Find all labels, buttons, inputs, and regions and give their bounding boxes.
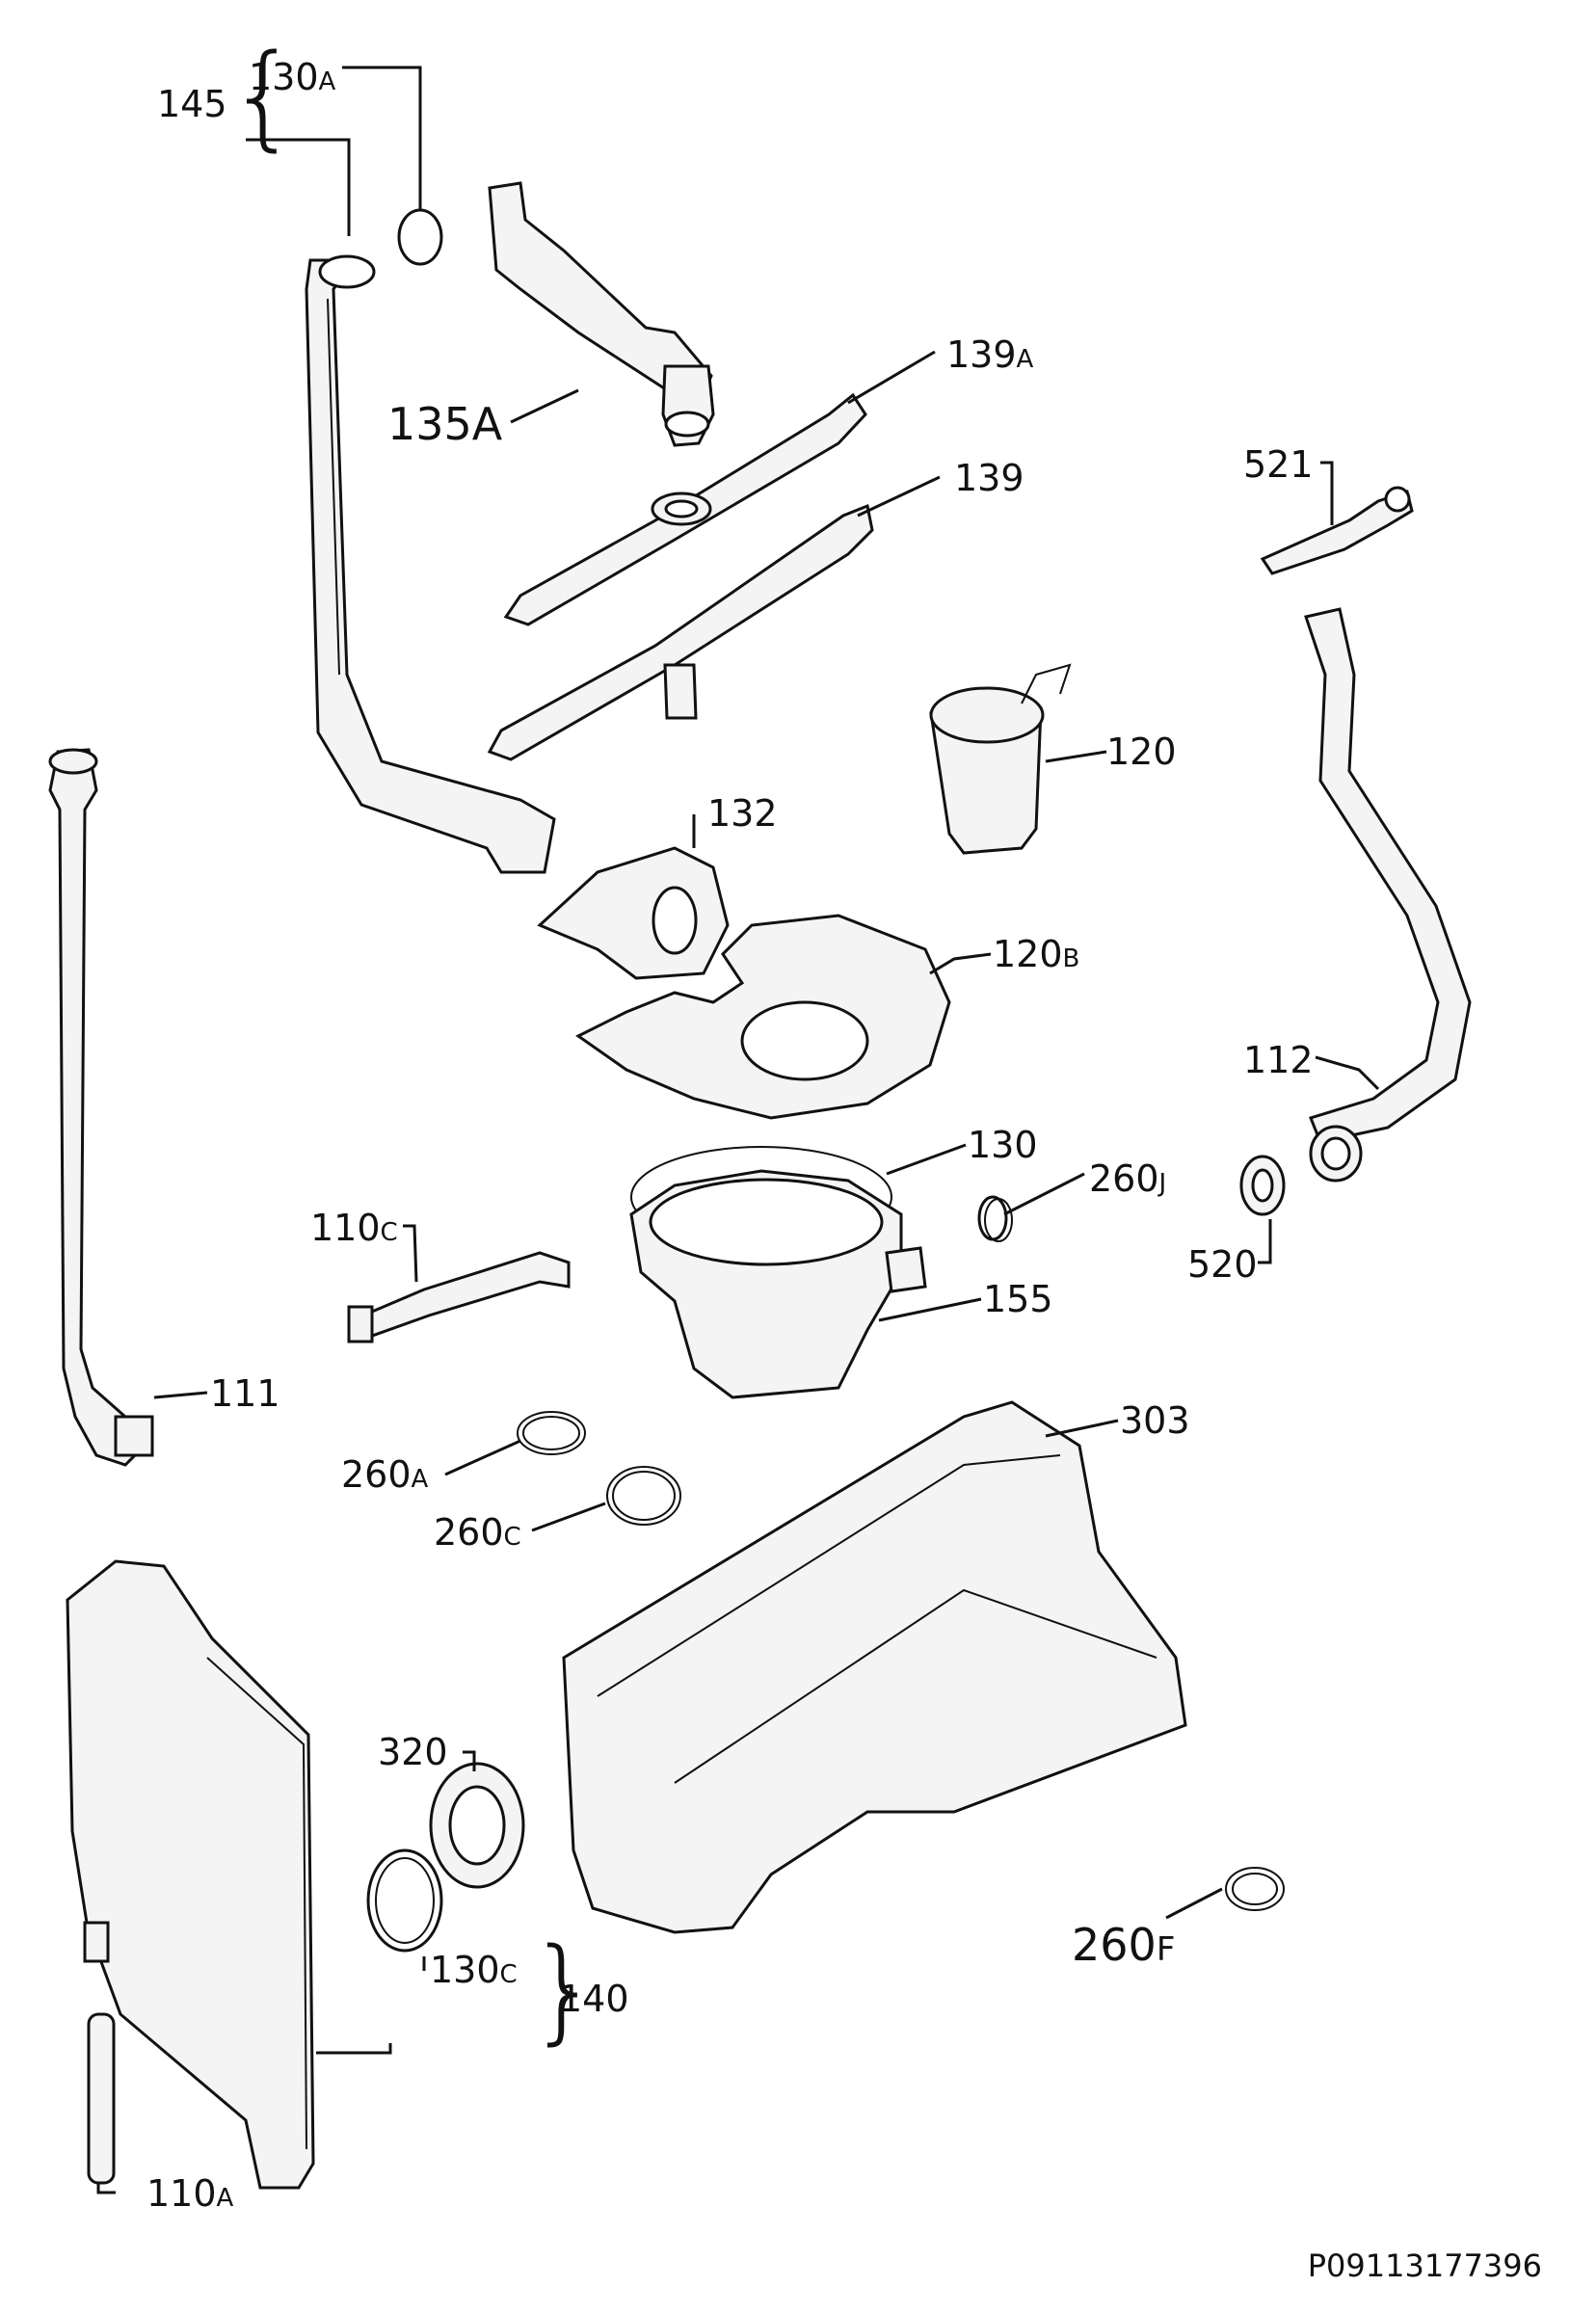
callout-110C: 110C	[310, 1207, 398, 1249]
part-155-sump	[629, 1169, 927, 1399]
callout-130A: 130A	[249, 56, 336, 98]
part-130C-o-ring	[366, 1848, 443, 1953]
part-110A-pipe	[87, 2012, 116, 2185]
part-521-hose-bracket	[1260, 486, 1414, 575]
part-112-drain-hose	[1304, 607, 1472, 1183]
part-520-seal	[1239, 1155, 1286, 1216]
callout-320: 320	[378, 1731, 448, 1773]
callout-139A: 139A	[946, 333, 1034, 376]
part-130A-o-ring	[397, 208, 443, 266]
part-303-base-frame	[562, 1400, 1187, 1934]
part-140-softener	[66, 1559, 315, 2190]
part-260A-clamp	[517, 1411, 586, 1455]
part-111-inlet-hose	[48, 748, 154, 1467]
callout-260A: 260A	[341, 1453, 429, 1496]
callout-260C: 260C	[434, 1511, 521, 1554]
part-260F-clamp	[1225, 1867, 1285, 1911]
part-260J-clamp	[977, 1195, 1013, 1242]
callout-130: 130	[968, 1124, 1038, 1166]
callout-155: 155	[983, 1278, 1053, 1320]
callout-260J: 260J	[1089, 1157, 1167, 1200]
part-145-circulation-pipe	[305, 254, 556, 874]
callout-120B: 120B	[993, 933, 1080, 975]
leader-lines	[96, 66, 1380, 2194]
part-110C-hose	[347, 1251, 571, 1343]
callout-132: 132	[707, 792, 778, 835]
callout-112: 112	[1243, 1039, 1314, 1081]
part-320-seal	[429, 1762, 525, 1889]
part-139-lower-spray-arm	[487, 503, 874, 761]
callout-120: 120	[1106, 731, 1177, 773]
callout-139: 139	[954, 457, 1024, 499]
callout-145: 145	[157, 83, 227, 125]
callout-135A: 135A	[387, 398, 503, 450]
part-132-bracket	[537, 846, 730, 980]
callout-521: 521	[1243, 443, 1314, 486]
part-260C-clamp	[606, 1466, 681, 1526]
brace-140: }	[528, 1923, 601, 2056]
part-139A-upper-spray-arm	[503, 392, 867, 626]
brace-145: {	[227, 29, 301, 162]
callout-130C: 130C	[430, 1949, 518, 1991]
part-120-filter	[929, 663, 1072, 855]
document-code: P09113177396	[1307, 2247, 1542, 2284]
callout-110A: 110A	[146, 2172, 234, 2215]
callout-111: 111	[210, 1372, 280, 1415]
part-120B-fine-filter-plate	[575, 914, 951, 1120]
part-135A-spray-arm-support	[488, 181, 715, 447]
callout-303: 303	[1120, 1399, 1190, 1442]
callout-260F: 260F	[1072, 1919, 1176, 1971]
callout-520: 520	[1187, 1243, 1258, 1286]
callout-140: 140	[559, 1978, 629, 2020]
